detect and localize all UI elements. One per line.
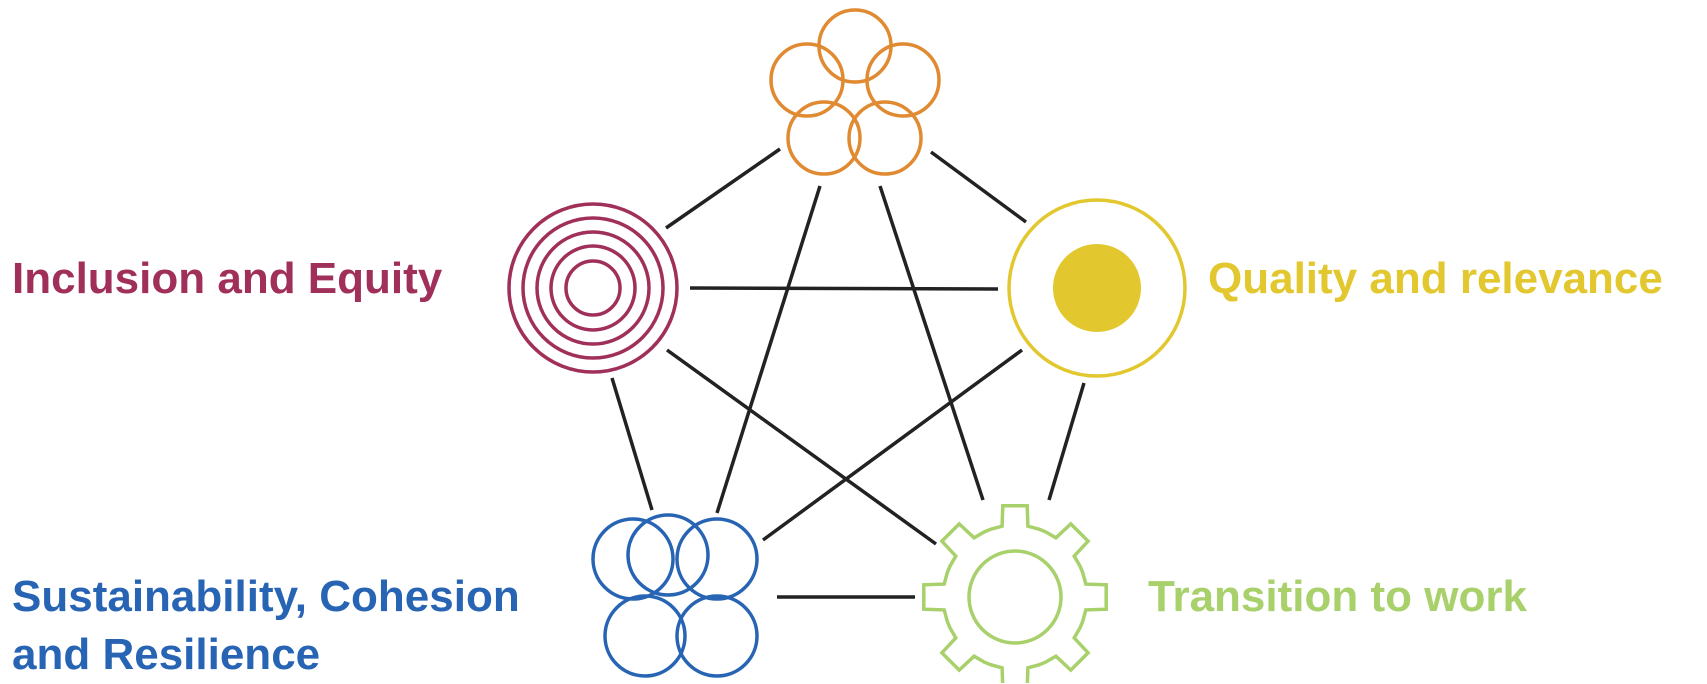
connector-quality-transition bbox=[1047, 382, 1086, 501]
interlocking-circles-icon bbox=[769, 8, 941, 176]
label-quality-and-relevance: Quality and relevance bbox=[1208, 254, 1663, 303]
gear-icon bbox=[922, 504, 1108, 683]
connector-top-transition bbox=[878, 185, 985, 501]
label-transition-to-work: Transition to work bbox=[1148, 572, 1527, 621]
target-dot-icon bbox=[1007, 198, 1187, 378]
connector-inclusion-transition bbox=[665, 348, 938, 546]
connector-top-quality bbox=[929, 150, 1028, 224]
connector-inclusion-sustainability bbox=[610, 377, 654, 511]
connector-inclusion-quality bbox=[689, 286, 999, 291]
label-sustain-line2: and Resilience bbox=[12, 630, 321, 679]
connector-lines bbox=[610, 147, 1086, 599]
connector-top-sustainability bbox=[715, 185, 822, 514]
label-sustainability-cohesion-resilience: Sustainability, Cohesion and Resilience bbox=[12, 568, 520, 684]
concentric-circles-icon bbox=[507, 202, 679, 374]
label-inclusion-and-equity: Inclusion and Equity bbox=[12, 254, 443, 303]
label-sustain-line1: Sustainability, Cohesion bbox=[12, 572, 520, 621]
connector-top-inclusion bbox=[665, 147, 781, 230]
swirl-petals-icon bbox=[591, 513, 759, 678]
connector-quality-sustainability bbox=[761, 348, 1024, 542]
